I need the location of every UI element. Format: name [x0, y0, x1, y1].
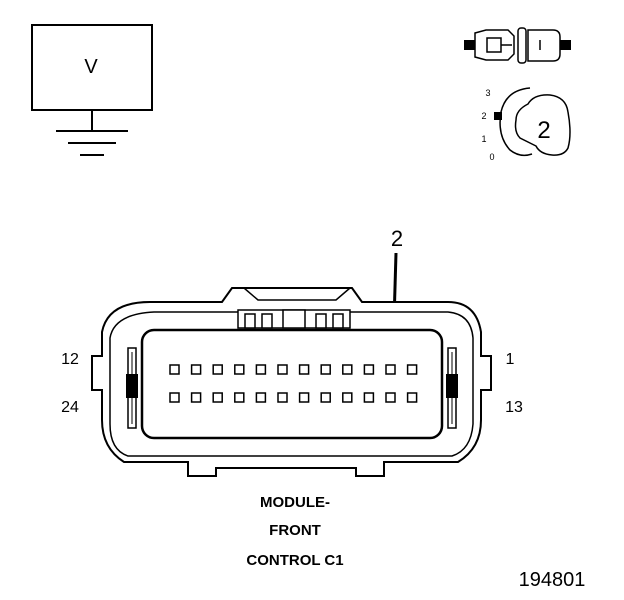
- probe-body-right: [527, 29, 561, 62]
- left-guide-key: [126, 374, 138, 398]
- pin-cavity-16: [342, 392, 353, 403]
- callout-number: 2: [391, 226, 403, 251]
- dial-label-0: 0: [489, 152, 494, 162]
- dial-knob: [514, 94, 571, 156]
- connector-name-line-3: CONTROL C1: [246, 552, 343, 569]
- dial-icon: 3 2 1 0 2: [481, 87, 571, 162]
- pin-cavity-17: [320, 392, 331, 403]
- probe-collar: [517, 27, 527, 64]
- pin-cavity-5: [320, 364, 331, 375]
- latch-tab-4: [315, 313, 327, 329]
- pin-label-top-left: 12: [61, 351, 79, 368]
- pin-cavity-19: [277, 392, 288, 403]
- latch-tab-5: [332, 313, 344, 329]
- voltmeter-label: V: [84, 56, 98, 78]
- voltmeter-symbol: V: [31, 24, 153, 156]
- pin-cavity-12: [169, 364, 180, 375]
- pin-group: [169, 364, 418, 403]
- pin-label-top-right: 1: [506, 351, 515, 368]
- pin-label-bottom-left: 24: [61, 399, 79, 416]
- connector-name-line-2: FRONT: [269, 522, 321, 539]
- pin-cavity-2: [385, 364, 396, 375]
- right-guide-key: [446, 374, 458, 398]
- pin-cavity-8: [255, 364, 267, 375]
- probe-body-slot: [486, 37, 502, 53]
- pin-cavity-23: [190, 392, 202, 403]
- dial-label-3: 3: [485, 88, 490, 98]
- figure-number: 194801: [519, 569, 586, 591]
- voltmeter-box: [31, 24, 153, 111]
- pin-cavity-11: [190, 364, 202, 375]
- dial-label-1: 1: [481, 134, 486, 144]
- dial-pointer-marker: [494, 112, 502, 120]
- pin-cavity-9: [234, 364, 245, 375]
- pin-cavity-21: [234, 392, 245, 403]
- pin-label-bottom-right: 13: [505, 399, 523, 416]
- latch-tab-3: [282, 309, 306, 329]
- pin-cavity-20: [255, 392, 267, 403]
- latch-tab-2: [261, 313, 273, 329]
- connector-face: [140, 328, 444, 440]
- probe-icon: [464, 27, 571, 64]
- pin-cavity-10: [212, 364, 223, 375]
- probe-right-tip: [560, 40, 571, 50]
- pin-cavity-14: [385, 392, 396, 403]
- connector-inner-ridge: [109, 311, 474, 457]
- latch-tab-1: [244, 313, 256, 329]
- pin-cavity-3: [363, 364, 375, 375]
- connector-housing: [91, 287, 492, 477]
- pin-cavity-6: [298, 364, 310, 375]
- dial-value: 2: [537, 117, 550, 144]
- pin-cavity-7: [277, 364, 288, 375]
- pin-cavity-13: [406, 392, 418, 403]
- pin-cavity-15: [363, 392, 375, 403]
- probe-left-tip: [464, 40, 475, 50]
- connector-name-line-1: MODULE-: [260, 494, 330, 511]
- pin-cavity-22: [212, 392, 223, 403]
- pin-cavity-24: [169, 392, 180, 403]
- pin-cavity-1: [406, 364, 418, 375]
- dial-label-2: 2: [481, 111, 486, 121]
- pin-cavity-18: [298, 392, 310, 403]
- pin-cavity-4: [342, 364, 353, 375]
- connector-latch: [243, 287, 351, 301]
